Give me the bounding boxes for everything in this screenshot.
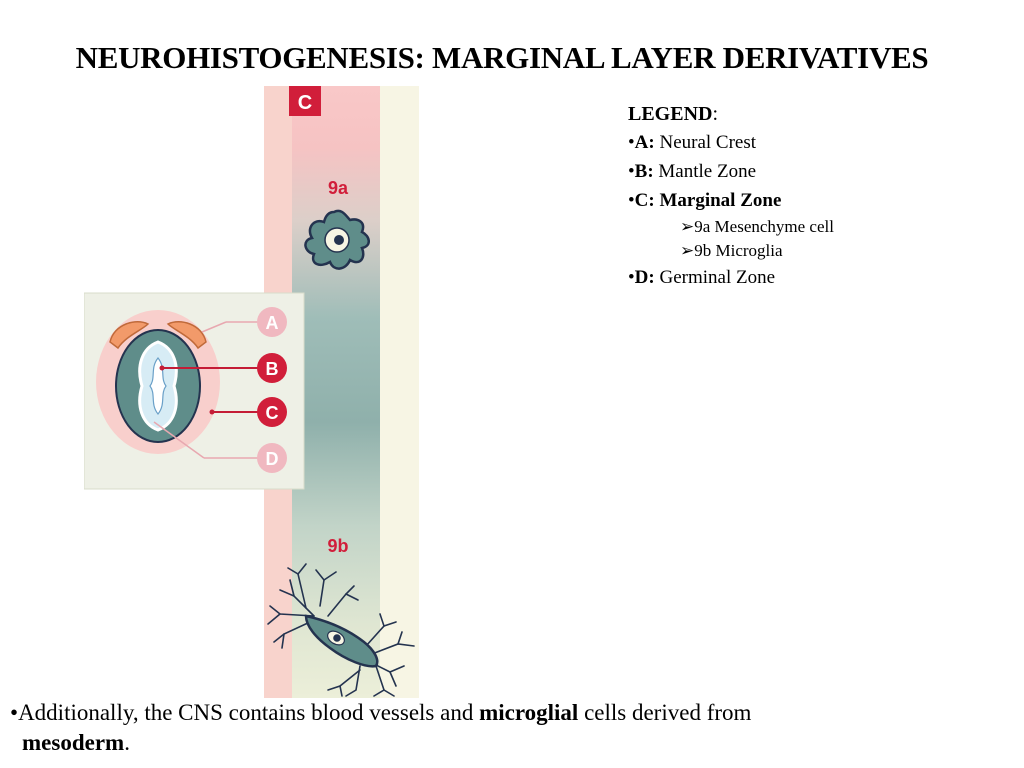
histology-figure: C 9a 9b (83, 86, 424, 698)
page-title: NEUROHISTOGENESIS: MARGINAL LAYER DERIVA… (75, 40, 929, 75)
arrow-icon: ➢ (680, 217, 695, 236)
arrow-icon: ➢ (680, 241, 695, 260)
microglia-cell-icon (267, 563, 415, 697)
legend-item-b: •B: Mantle Zone (628, 161, 757, 182)
neural-crest-left-icon (109, 321, 150, 350)
legend: LEGEND: •A: Neural Crest •B: Mantle Zone… (628, 100, 1008, 292)
legend-item-a: •A: Neural Crest (628, 132, 757, 153)
legend-subitem-9a: ➢9a Mesenchyme cell (680, 217, 834, 236)
legend-subitem-9b: ➢9b Microglia (680, 241, 783, 260)
legend-heading: LEGEND: (628, 103, 719, 125)
label-9b: 9b (327, 536, 348, 556)
marginal-zone-column (292, 86, 380, 698)
inset-label-a: A (266, 313, 279, 333)
column-label-box (289, 86, 321, 116)
inset-label-b: B (266, 359, 279, 379)
neural-canal (149, 357, 167, 415)
bottom-note: •Additionally, the CNS contains blood ve… (10, 700, 752, 755)
inset-label-c: C (266, 403, 279, 423)
column-label: C (298, 92, 312, 114)
mesenchyme-cell-icon (304, 209, 370, 270)
cross-section-inset: A B C D (83, 292, 305, 490)
label-9a: 9a (328, 178, 349, 198)
figure-svg: C 9a 9b (83, 86, 419, 698)
legend-item-d: •D: Germinal Zone (628, 267, 776, 288)
legend-item-c: •C: Marginal Zone (628, 190, 782, 211)
inset-label-d: D (266, 449, 279, 469)
neural-crest-right-icon (166, 321, 207, 350)
